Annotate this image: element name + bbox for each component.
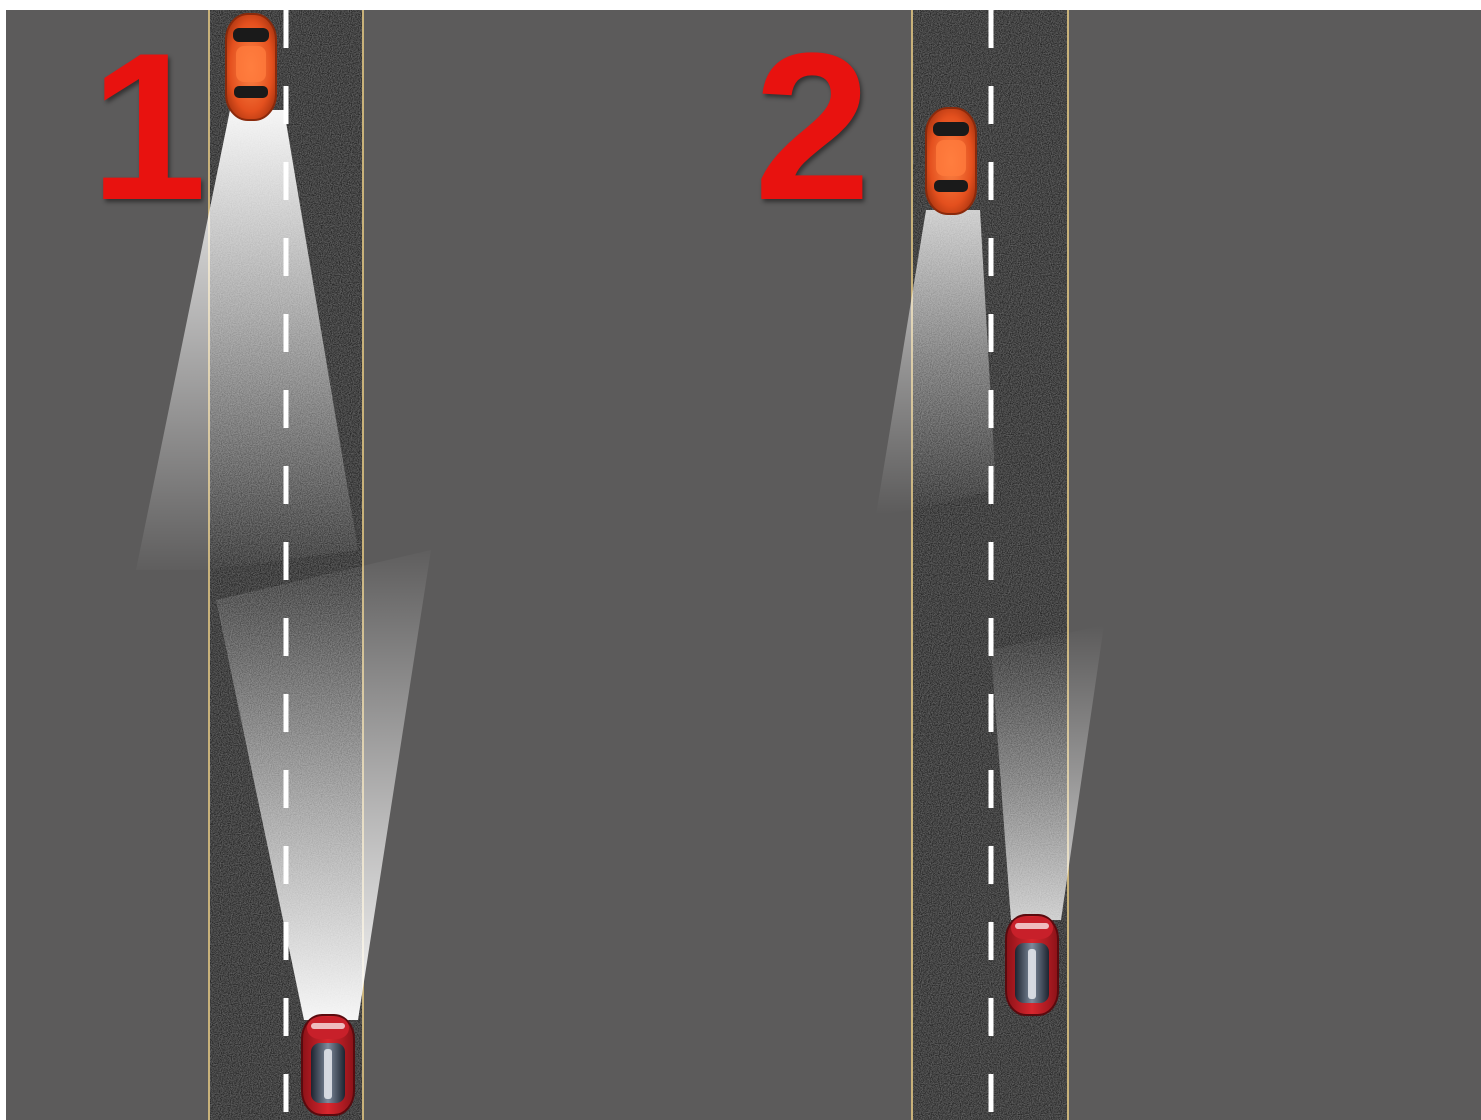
oncoming-car-2-low-beam: [876, 210, 996, 515]
own-car-1: [302, 1015, 354, 1115]
own-car-2-low-beam: [991, 625, 1104, 920]
panel-2-number: 2: [754, 22, 871, 232]
road-scene: 1 2: [6, 10, 1481, 1120]
headlight-diagram: [6, 10, 1481, 1120]
own-car-2: [1006, 915, 1058, 1015]
oncoming-car-2: [926, 108, 976, 214]
panel-1-number: 1: [90, 22, 207, 232]
oncoming-car-1: [226, 14, 276, 120]
